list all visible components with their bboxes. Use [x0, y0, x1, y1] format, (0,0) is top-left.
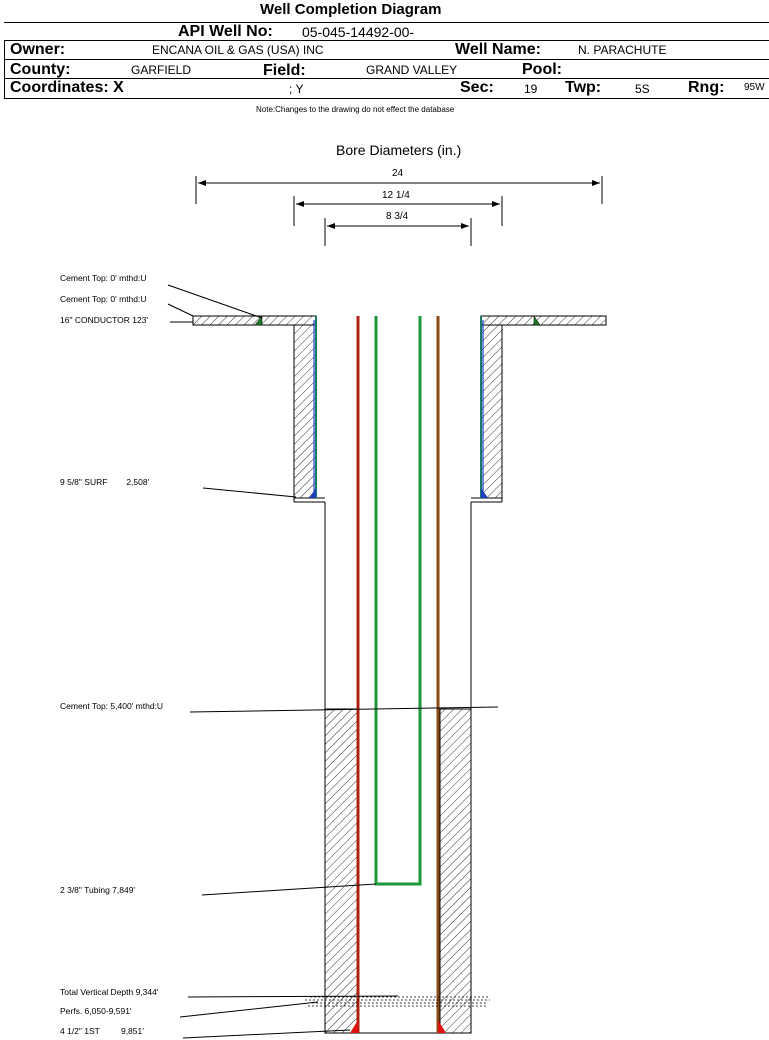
callout-cement-top-1: Cement Top: 0' mthd:U — [60, 273, 147, 283]
county-label: County: — [10, 61, 71, 78]
county-value: GARFIELD — [131, 63, 192, 77]
sec-value: 19 — [524, 82, 538, 96]
owner-label: Owner: — [10, 41, 66, 58]
coordinates-label: Coordinates: X — [10, 79, 124, 96]
field-value: GRAND VALLEY — [366, 63, 458, 77]
bore-dim-8-3-4: 8 3/4 — [386, 211, 409, 222]
header-rule — [4, 40, 769, 41]
casing-shoes — [254, 315, 541, 1033]
coordinates-y: ; Y — [289, 82, 304, 96]
header-rule — [4, 40, 5, 99]
callout-total-vertical-depth: Total Vertical Depth 9,344' — [60, 987, 159, 997]
owner-value: ENCANA OIL & GAS (USA) INC — [152, 43, 324, 57]
rng-value: 95W — [744, 82, 765, 93]
sec-label: Sec: — [460, 79, 494, 96]
production-cement — [324, 708, 472, 1034]
bore-diameters-title: Bore Diameters (in.) — [336, 142, 462, 158]
callout-surface-casing: 9 5/8" SURF 2,508' — [60, 477, 150, 487]
field-label: Field: — [263, 62, 306, 79]
callout-production-casing: 4 1/2" 1ST 9,851' — [60, 1026, 144, 1036]
twp-label: Twp: — [565, 79, 602, 96]
bore-dim-12-1-4: 12 1/4 — [382, 190, 410, 201]
api-well-label: API Well No: — [178, 23, 273, 40]
database-note: Note:Changes to the drawing do not effec… — [256, 105, 455, 114]
well-name-value: N. PARACHUTE — [578, 43, 667, 57]
conductor-cement — [192, 315, 607, 326]
header-table — [4, 22, 769, 99]
callout-conductor: 16" CONDUCTOR 123' — [60, 315, 149, 325]
conductor-casing — [315, 316, 482, 498]
header-rule — [4, 59, 769, 60]
header-rule — [4, 78, 769, 79]
tubing — [374, 316, 422, 886]
diagram-title: Well Completion Diagram — [260, 1, 442, 18]
api-well-value: 05-045-14492-00- — [302, 24, 415, 40]
well-name-label: Well Name: — [455, 41, 541, 58]
surface-casing — [313, 320, 484, 498]
production-casing — [356, 316, 440, 1033]
perforations — [305, 996, 490, 1007]
bore-dim-24: 24 — [392, 168, 404, 179]
surface-cement — [293, 324, 503, 503]
callout-cement-top-2: Cement Top: 0' mthd:U — [60, 294, 147, 304]
twp-value: 5S — [635, 82, 650, 96]
header-rule — [4, 98, 769, 99]
callout-cement-top-3: Cement Top: 5,400' mthd:U — [60, 701, 164, 711]
pool-label: Pool: — [522, 61, 562, 78]
bore-dimension-lines — [195, 176, 603, 246]
callout-perfs: Perfs. 6,050-9,591' — [60, 1006, 132, 1016]
callout-tubing: 2 3/8" Tubing 7,849' — [60, 885, 136, 895]
rng-label: Rng: — [688, 79, 725, 96]
callout-leaders — [167, 284, 499, 1039]
